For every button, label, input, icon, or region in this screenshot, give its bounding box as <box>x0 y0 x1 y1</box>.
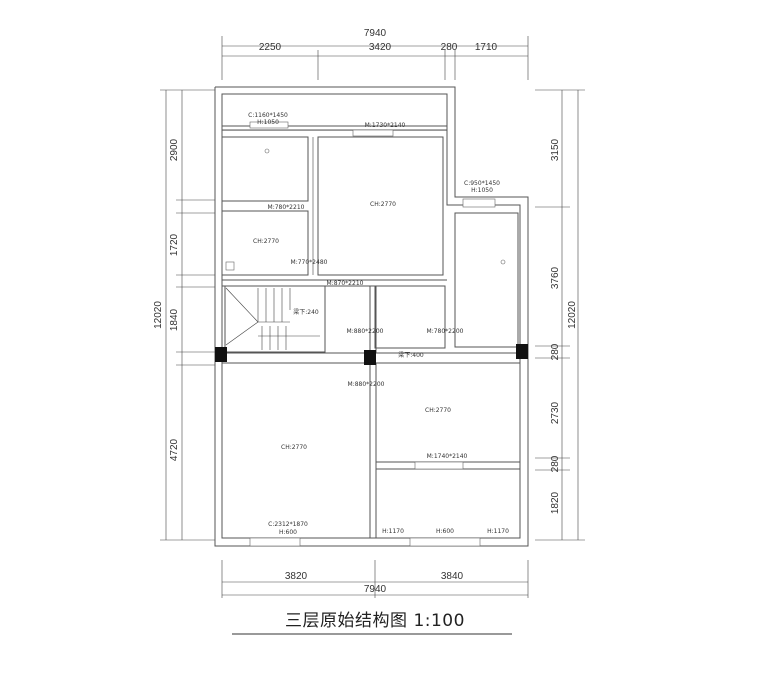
top-total-label: 7940 <box>364 28 387 39</box>
label-h1170-b: H:1170 <box>487 528 509 535</box>
title-block: 三层原始结构图 1:100 <box>232 611 512 635</box>
left-dimension: 2900 1720 1840 4720 12020 <box>153 89 215 541</box>
door-1740-mark <box>414 461 464 470</box>
left-seg-1: 2900 <box>169 138 180 161</box>
label-door-small-room: M:780*2210 <box>268 204 305 211</box>
label-door-top-mid: M:1730*2140 <box>365 122 406 129</box>
right-total-label: 12020 <box>567 301 578 329</box>
label-h600: H:600 <box>436 528 454 535</box>
right-dimension: 3150 3760 280 2730 280 1820 12020 <box>535 89 585 541</box>
walls <box>214 86 529 547</box>
label-win-bottom-left-h: H:600 <box>279 529 297 536</box>
window-bottom-left <box>249 537 301 547</box>
top-seg-1: 2250 <box>259 42 282 53</box>
top-dimension: 7940 2250 3420 280 1710 <box>221 28 529 80</box>
point-mark-1 <box>264 148 270 154</box>
door-top-mid-mark <box>352 129 394 137</box>
right-seg-3: 280 <box>550 343 561 360</box>
left-seg-3: 1840 <box>169 308 180 331</box>
label-win-bottom-left: C:2312*1870 <box>268 521 308 528</box>
left-total-label: 12020 <box>153 301 164 329</box>
window-bottom-right <box>409 537 481 547</box>
label-win-right-h: H:1050 <box>471 187 493 194</box>
label-room-right-ch: CH:2770 <box>425 407 451 414</box>
bottom-seg-2: 3840 <box>441 571 464 582</box>
staircase <box>225 287 320 350</box>
label-room-small-ch: CH:2770 <box>253 238 279 245</box>
floor-drain-mark <box>225 261 235 271</box>
column-left <box>215 347 227 362</box>
top-seg-2: 3420 <box>369 42 392 53</box>
window-right <box>462 198 496 208</box>
label-beam-mid: 梁下:400 <box>398 351 424 359</box>
label-win-right: C:950*1450 <box>464 180 500 187</box>
label-h1170-a: H:1170 <box>382 528 404 535</box>
point-mark-2 <box>500 259 506 265</box>
top-seg-3: 280 <box>441 42 458 53</box>
label-door-770: M:770*2480 <box>291 259 328 266</box>
window-top-left <box>249 121 289 129</box>
windows <box>249 121 496 547</box>
label-door-880-a: M:880*2200 <box>347 328 384 335</box>
label-door-870: M:870*2210 <box>327 280 364 287</box>
bottom-seg-1: 3820 <box>285 571 308 582</box>
label-room-left-ch: CH:2770 <box>281 444 307 451</box>
label-door-880-b: M:880*2200 <box>348 381 385 388</box>
label-win-top-left: C:1160*1450 <box>248 112 288 119</box>
label-door-780-b: M:780*2200 <box>427 328 464 335</box>
right-seg-2: 3760 <box>550 266 561 289</box>
label-room-main-ch: CH:2770 <box>370 201 396 208</box>
label-win-top-left-h: H:1050 <box>257 119 279 126</box>
drawing-title: 三层原始结构图 1:100 <box>285 611 465 631</box>
bottom-total-label: 7940 <box>364 584 387 595</box>
label-beam-stair: 梁下:240 <box>293 308 319 316</box>
top-seg-4: 1710 <box>475 42 498 53</box>
left-seg-2: 1720 <box>169 233 180 256</box>
column-mid <box>364 350 376 365</box>
right-seg-6: 1820 <box>550 491 561 514</box>
right-seg-1: 3150 <box>550 138 561 161</box>
bottom-dimension: 3820 3840 7940 <box>221 560 529 598</box>
right-seg-5: 280 <box>550 455 561 472</box>
right-seg-4: 2730 <box>550 401 561 424</box>
columns <box>215 344 528 365</box>
column-right <box>516 344 528 359</box>
label-door-1740: M:1740*2140 <box>427 453 468 460</box>
annotations: C:1160*1450 H:1050 M:1730*2140 M:780*221… <box>248 112 509 536</box>
left-seg-4: 4720 <box>169 438 180 461</box>
